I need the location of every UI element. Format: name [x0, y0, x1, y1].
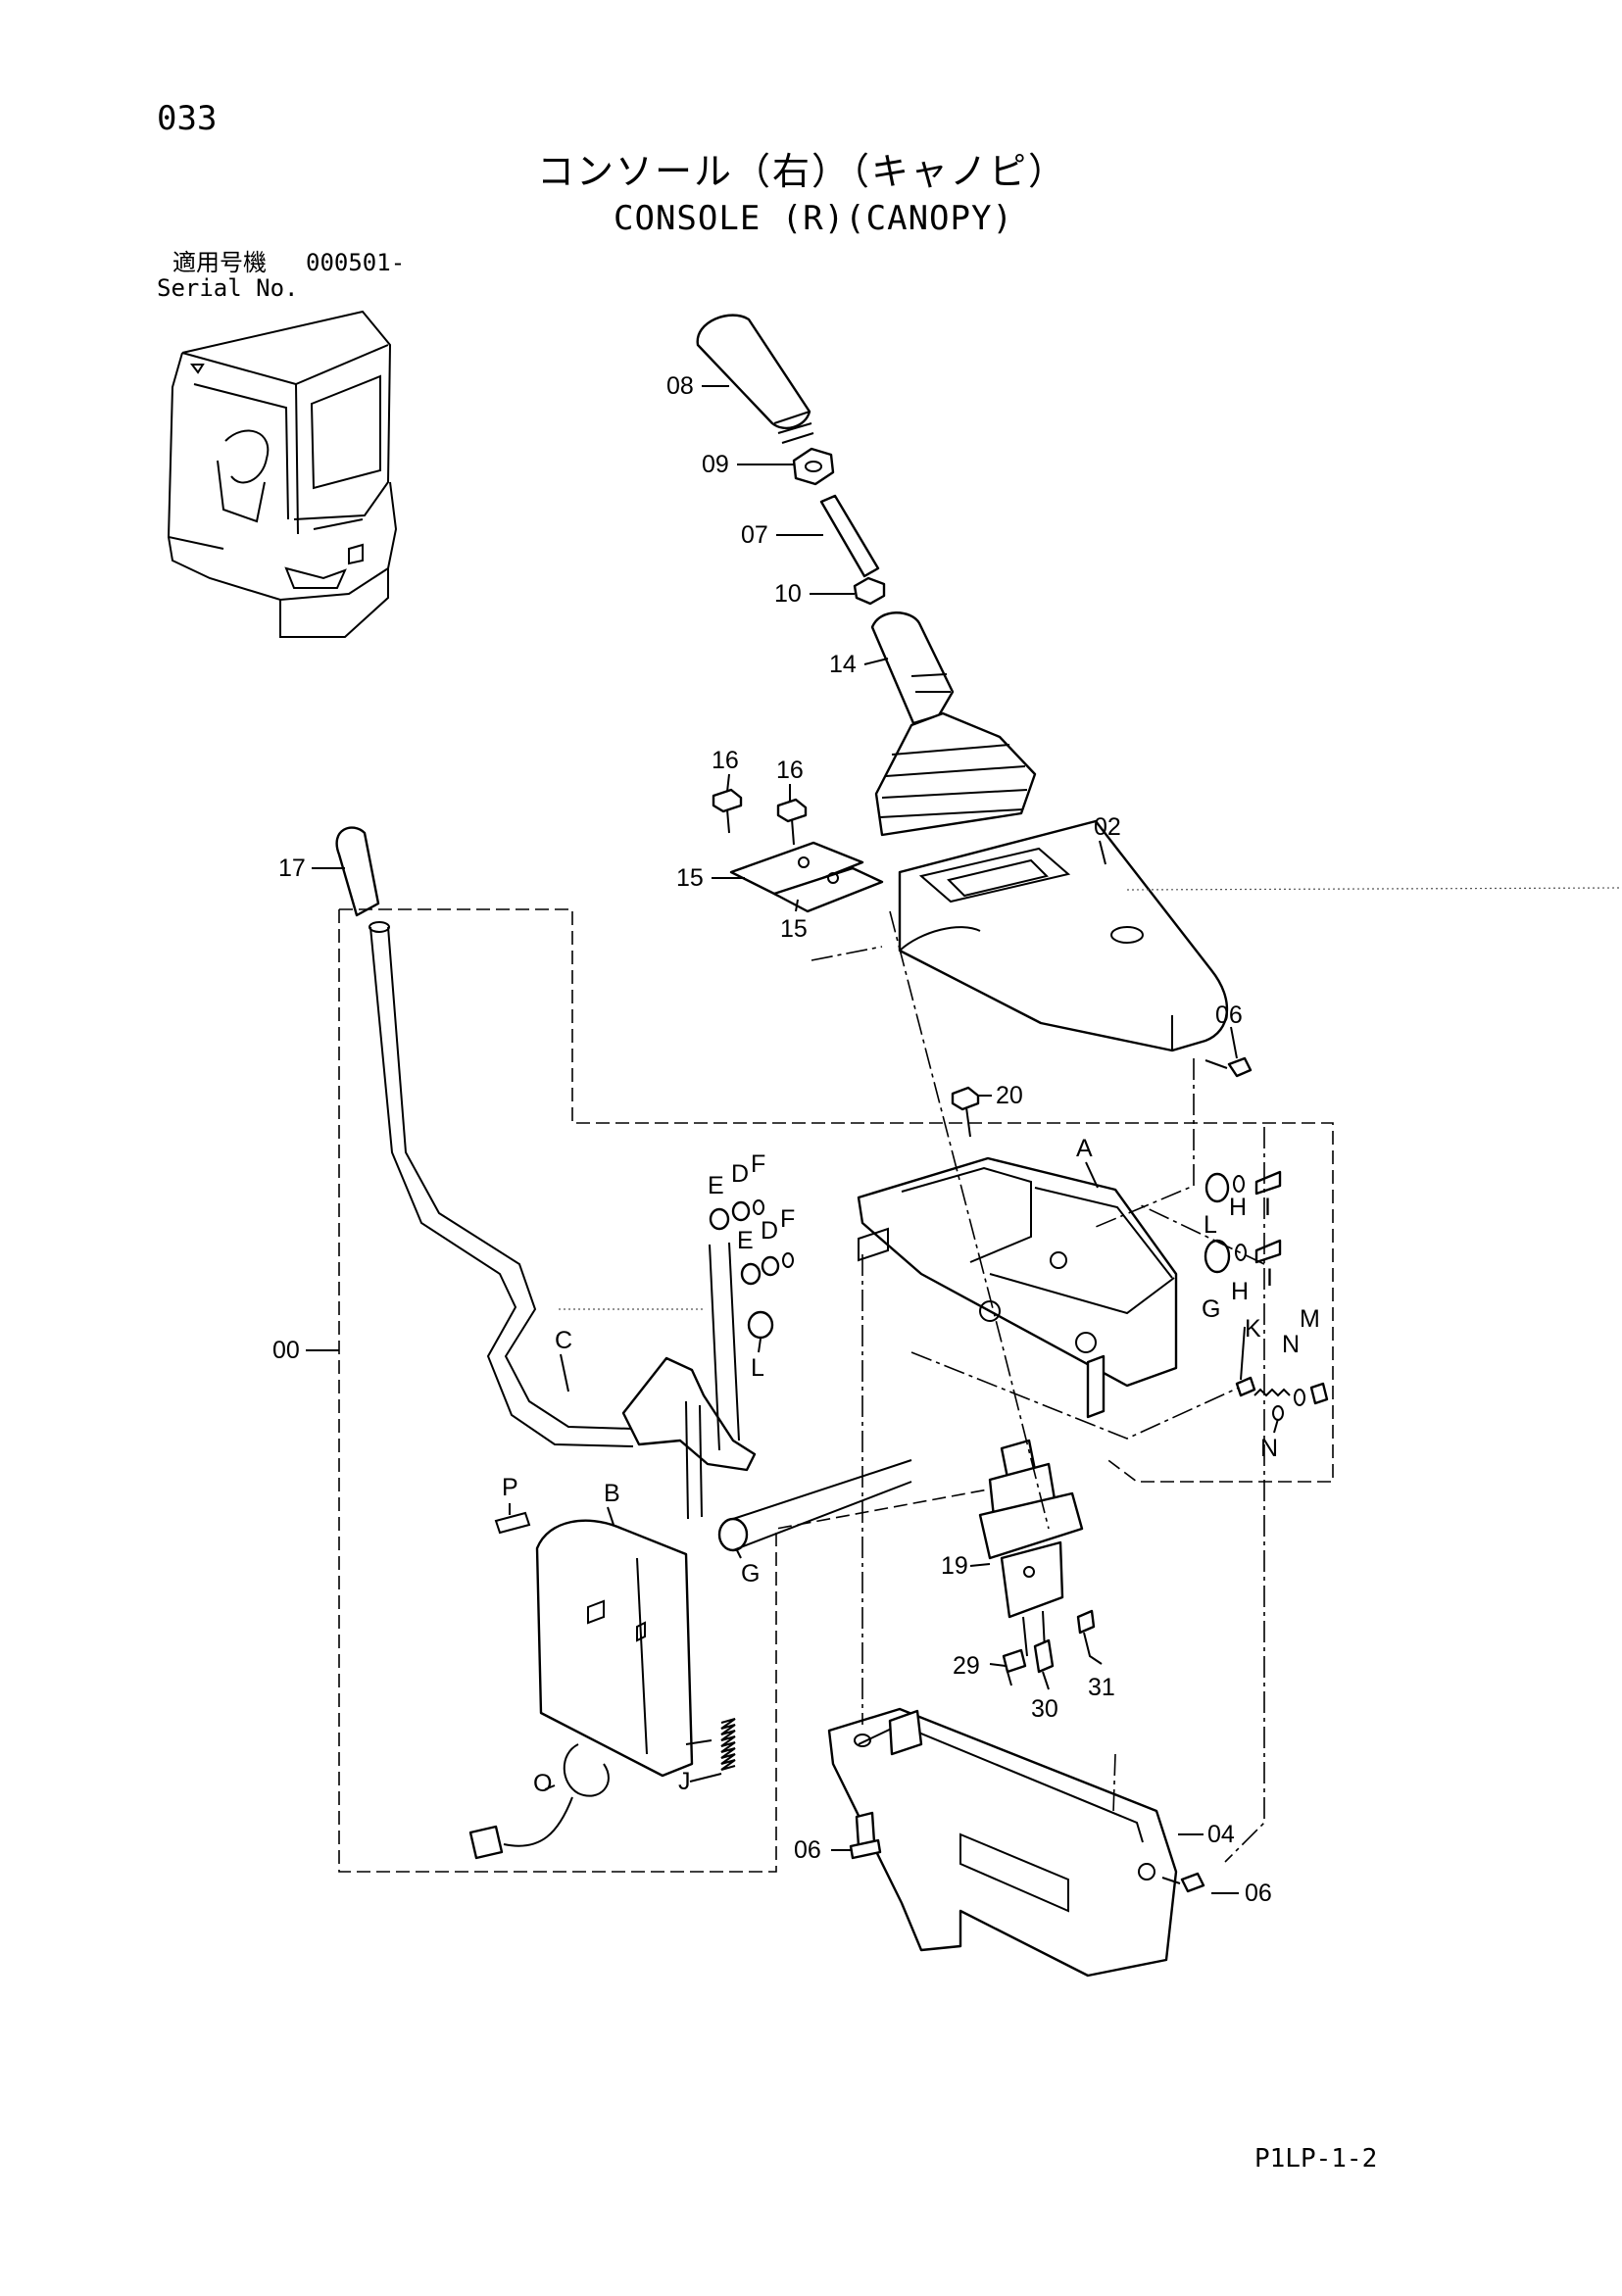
- page-number: 033: [157, 99, 218, 138]
- callout-labels: 08 09 07 10 14 16 16 15 15 02 17 06 20 A…: [272, 372, 1320, 1907]
- serial-number-value: 000501-: [306, 249, 406, 276]
- callout-N-lower: N: [1260, 1435, 1278, 1462]
- control-lever-parts: [696, 314, 1253, 1138]
- callout-14: 14: [829, 651, 857, 678]
- page-title: CONSOLE (R)(CANOPY): [614, 199, 1013, 238]
- callout-10: 10: [774, 580, 802, 608]
- callout-F-lower: F: [780, 1205, 795, 1233]
- callout-D-lower: D: [761, 1217, 778, 1245]
- callout-16-left: 16: [712, 747, 739, 774]
- callout-E-lower: E: [737, 1227, 754, 1254]
- callout-17: 17: [278, 855, 306, 882]
- callout-I-upper: I: [1264, 1194, 1271, 1221]
- callout-04: 04: [1207, 1821, 1235, 1848]
- callout-K: K: [1245, 1315, 1261, 1343]
- pilot-valve: [978, 1439, 1103, 1690]
- callout-19: 19: [941, 1552, 968, 1580]
- callout-09: 09: [702, 451, 729, 478]
- callout-15-left: 15: [676, 864, 704, 892]
- lever-rod-assembly: [335, 826, 634, 1447]
- callout-00: 00: [272, 1337, 300, 1364]
- callout-30: 30: [1031, 1695, 1058, 1723]
- callout-06-top: 06: [1215, 1001, 1243, 1029]
- callout-G-right: G: [1202, 1295, 1220, 1323]
- callout-G-left: G: [741, 1560, 760, 1588]
- excavator-thumbnail: [167, 310, 398, 638]
- callout-I-lower: I: [1266, 1264, 1273, 1292]
- callout-L-right: L: [1204, 1211, 1217, 1239]
- leader-lines: [306, 385, 1279, 1894]
- callout-E-upper: E: [708, 1172, 724, 1199]
- assembly-lines: [338, 887, 1622, 1873]
- callout-D-upper: D: [731, 1160, 749, 1188]
- callout-B: B: [604, 1480, 620, 1507]
- callout-F-upper: F: [751, 1150, 765, 1178]
- catalog-code: P1LP-1-2: [1254, 2144, 1378, 2174]
- callout-C: C: [555, 1327, 572, 1354]
- callout-20: 20: [996, 1082, 1023, 1109]
- callout-16-right: 16: [776, 757, 804, 784]
- callout-H-upper: H: [1229, 1194, 1247, 1221]
- callout-31: 31: [1088, 1674, 1115, 1701]
- callout-07: 07: [741, 521, 768, 549]
- serial-label: Serial No.: [157, 274, 299, 302]
- page-title-japanese: コンソール（右）（キャノピ）: [537, 150, 1068, 193]
- callout-P: P: [502, 1474, 518, 1501]
- callout-29: 29: [953, 1652, 980, 1680]
- serial-label-japanese: 適用号機: [172, 249, 267, 276]
- callout-15-right: 15: [780, 915, 808, 943]
- lower-console: [827, 1707, 1205, 1978]
- callout-M: M: [1300, 1305, 1320, 1333]
- bracket-mechanism: [468, 1156, 1329, 1860]
- callout-N-upper: N: [1282, 1331, 1300, 1358]
- callout-J: J: [678, 1768, 691, 1795]
- callout-02: 02: [1094, 813, 1121, 841]
- callout-H-lower: H: [1231, 1278, 1249, 1305]
- callout-L-left: L: [751, 1354, 764, 1382]
- callout-06-right: 06: [1245, 1880, 1272, 1907]
- callout-A: A: [1076, 1135, 1093, 1162]
- callout-08: 08: [666, 372, 694, 400]
- callout-O: O: [533, 1770, 552, 1797]
- callout-06-left: 06: [794, 1836, 821, 1864]
